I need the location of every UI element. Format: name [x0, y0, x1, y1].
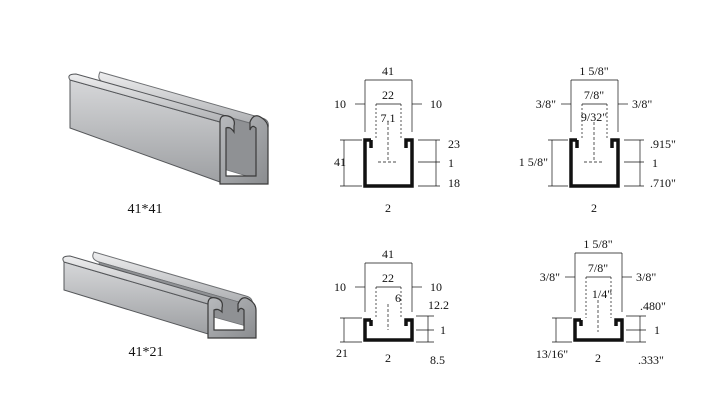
metric-41-width: 41	[382, 64, 394, 78]
imperial-21-mid: 1	[654, 323, 660, 337]
imperial-21-thickness: 2	[595, 351, 601, 365]
metric-41-lower: 18	[448, 176, 460, 190]
metric-41-lip-depth: 7.1	[381, 111, 396, 125]
c-profile-shape	[363, 138, 414, 188]
metric-41-thickness: 2	[385, 201, 391, 215]
imperial-41-lip-depth: 9/32"	[581, 110, 607, 124]
caption-41x21: 41*21	[129, 345, 164, 360]
imperial-21-lip-right: 3/8"	[636, 270, 656, 284]
metric-21-mid: 1	[440, 323, 446, 337]
profile-41x21-imperial	[552, 252, 646, 343]
metric-21-lip-depth: 6	[395, 291, 401, 305]
metric-21-lip-right: 10	[430, 280, 442, 294]
metric-41-upper: 23	[448, 137, 460, 151]
imperial-41-lip-left: 3/8"	[536, 97, 556, 111]
profile-41x41-imperial	[548, 79, 644, 188]
imperial-41-slot: 7/8"	[584, 88, 604, 102]
imperial-41-lip-right: 3/8"	[632, 97, 652, 111]
profile-41x41-metric	[340, 79, 440, 188]
imperial-21-lower: .333"	[638, 353, 664, 367]
metric-21-lip-left: 10	[334, 280, 346, 294]
metric-41-slot: 22	[382, 88, 394, 102]
metric-21-width: 41	[382, 247, 394, 261]
channel-41x21-illustration	[62, 251, 257, 339]
imperial-41-height: 1 5/8"	[519, 155, 548, 169]
channel-41x41-illustration	[68, 71, 269, 185]
metric-21-height: 21	[336, 346, 348, 360]
metric-41-lip-right: 10	[430, 97, 442, 111]
metric-21-slot: 22	[382, 271, 394, 285]
imperial-21-lip-left: 3/8"	[540, 270, 560, 284]
caption-41x41: 41*41	[128, 202, 163, 217]
profile-41x21-metric	[340, 262, 434, 343]
metric-21-upper: 12.2	[428, 298, 449, 312]
imperial-21-height: 13/16"	[536, 347, 568, 361]
imperial-21-lip-depth: 1/4"	[592, 287, 612, 301]
metric-21-lower: 8.5	[430, 353, 445, 367]
imperial-21-width: 1 5/8"	[583, 237, 612, 251]
imperial-41-upper: .915"	[650, 137, 676, 151]
imperial-41-mid: 1	[652, 156, 658, 170]
metric-21-thickness: 2	[385, 351, 391, 365]
metric-41-lip-left: 10	[334, 97, 346, 111]
imperial-41-width: 1 5/8"	[579, 64, 608, 78]
imperial-41-thickness: 2	[591, 201, 597, 215]
metric-41-height: 41	[334, 155, 346, 169]
imperial-21-slot: 7/8"	[588, 261, 608, 275]
imperial-21-upper: .480"	[640, 299, 666, 313]
metric-41-mid: 1	[448, 156, 454, 170]
imperial-41-lower: .710"	[650, 176, 676, 190]
